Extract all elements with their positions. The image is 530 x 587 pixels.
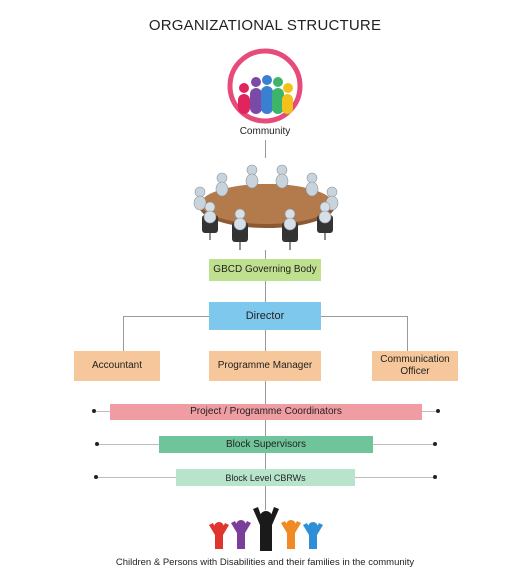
- governing-body-box: GBCD Governing Body: [209, 259, 321, 281]
- accountant-box: Accountant: [74, 351, 160, 381]
- cbrws-left-line: [98, 477, 176, 478]
- footer-caption: Children & Persons with Disabilities and…: [115, 557, 415, 568]
- branch-horizontal-right: [321, 316, 407, 317]
- branch-left-vertical: [123, 316, 124, 352]
- accountant-label: Accountant: [91, 360, 143, 371]
- director-label: Director: [245, 310, 285, 322]
- block-supervisors-box: Block Supervisors: [159, 436, 373, 453]
- block-cbrws-box: Block Level CBRWs: [176, 469, 355, 486]
- connector-community-meeting: [265, 140, 266, 158]
- connector-coordinators-supervisors: [265, 420, 266, 436]
- connector-pm-coordinators: [265, 381, 266, 405]
- branch-center-vertical: [265, 330, 266, 352]
- supervisors-right-line: [373, 444, 433, 445]
- supervisors-left-dot: [95, 442, 99, 446]
- governing-body-label: GBCD Governing Body: [213, 264, 317, 275]
- programme-manager-box: Programme Manager: [209, 351, 321, 381]
- diagram-title: ORGANIZATIONAL STRUCTURE: [148, 17, 382, 34]
- connector-supervisors-cbrws: [265, 453, 266, 469]
- coordinators-left-line: [96, 411, 110, 412]
- coordinators-left-dot: [92, 409, 96, 413]
- community-logo: [225, 46, 305, 126]
- cbrws-left-dot: [94, 475, 98, 479]
- meeting-table-illustration: [182, 160, 352, 252]
- cbrws-right-line: [355, 477, 433, 478]
- coordinators-box: Project / Programme Coordinators: [110, 404, 422, 420]
- connector-meeting-governing: [265, 250, 266, 260]
- branch-horizontal: [123, 316, 209, 317]
- supervisors-left-line: [99, 444, 159, 445]
- communication-officer-label: Communication Officer: [380, 354, 450, 377]
- block-supervisors-label: Block Supervisors: [225, 438, 307, 450]
- cbrws-right-dot: [433, 475, 437, 479]
- block-cbrws-label: Block Level CBRWs: [225, 472, 306, 483]
- director-box: Director: [209, 302, 321, 330]
- programme-manager-label: Programme Manager: [217, 360, 313, 371]
- connector-cbrws-people: [265, 486, 266, 510]
- people-icon: [205, 507, 327, 553]
- supervisors-right-dot: [433, 442, 437, 446]
- branch-right-vertical: [407, 316, 408, 352]
- coordinators-right-dot: [436, 409, 440, 413]
- coordinators-right-line: [422, 411, 436, 412]
- connector-governing-director: [265, 281, 266, 303]
- communication-officer-box: Communication Officer: [372, 351, 458, 381]
- community-label: Community: [239, 126, 291, 137]
- coordinators-label: Project / Programme Coordinators: [190, 406, 342, 417]
